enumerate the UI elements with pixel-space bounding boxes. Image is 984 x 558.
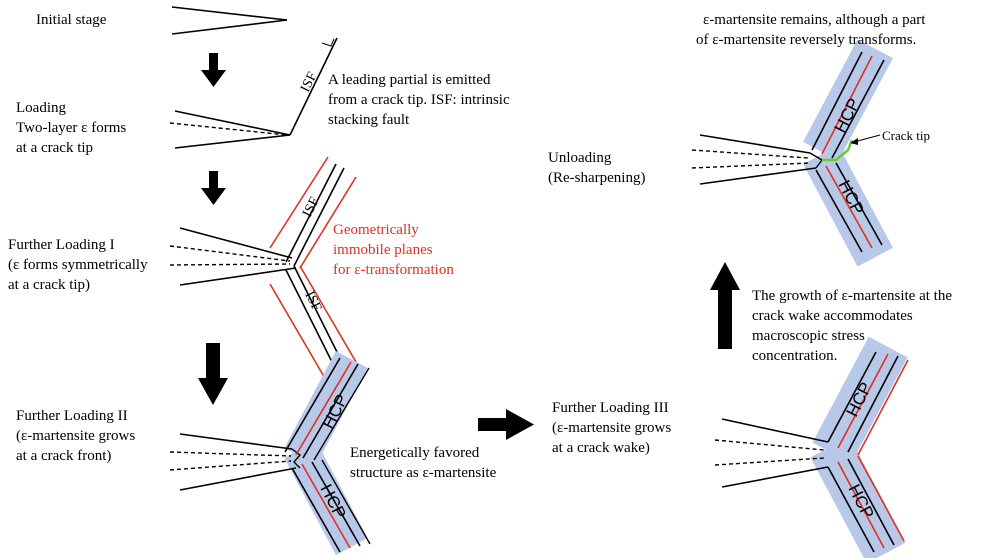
label-further-loading-3b: (ε-martensite grows (552, 420, 672, 436)
label-initial-stage: Initial stage (36, 12, 107, 28)
label-further-loading-3: Further Loading III (552, 400, 669, 416)
label-further-loading-1: Further Loading I (8, 237, 115, 253)
label-unloading-2: (Re-sharpening) (548, 170, 646, 186)
label-partial-2: from a crack tip. ISF: intrinsic (328, 92, 510, 108)
label-energetically: Energetically favored (350, 445, 480, 461)
arrow-down-1 (201, 53, 226, 87)
label-energetically-2: structure as ε-martensite (350, 465, 497, 481)
label-loading-2: Two-layer ε forms (16, 120, 127, 136)
label-remains-2: of ε-martensite reversely transforms. (696, 32, 917, 48)
crack-unloading: HCP HCP (691, 39, 893, 267)
label-loading: Loading (16, 100, 66, 116)
crack-further-loading-3: HCP HCP (714, 336, 909, 558)
label-loading-3: at a crack tip (16, 140, 94, 156)
crack-further-loading-1: ISF ISF (169, 156, 357, 381)
isf-label-3: ISF (301, 289, 324, 314)
label-further-loading-1c: at a crack tip) (8, 277, 91, 293)
label-immobile-planes: immobile planes (333, 242, 433, 258)
label-further-loading-3c: at a crack wake) (552, 440, 650, 456)
label-growth-3: macroscopic stress (752, 328, 865, 344)
label-growth-4: concentration. (752, 348, 838, 364)
label-further-loading-2b: (ε-martensite grows (16, 428, 136, 444)
label-remains-1: ε-martensite remains, although a part (703, 12, 926, 28)
crack-initial (171, 6, 288, 35)
label-for-transformation: for ε-transformation (333, 262, 454, 278)
label-further-loading-2c: at a crack front) (16, 448, 112, 464)
arrow-down-3 (198, 343, 228, 405)
crack-further-loading-2: HCP HCP (169, 350, 371, 556)
label-further-loading-1b: (ε forms symmetrically (8, 257, 148, 273)
label-growth-2: crack wake accommodates (752, 308, 913, 324)
label-growth-1: The growth of ε-martensite at the (752, 288, 952, 304)
label-partial-3: stacking fault (328, 112, 410, 128)
label-crack-tip: Crack tip (882, 128, 931, 143)
label-geometrically: Geometrically (333, 222, 419, 238)
label-partial-1: A leading partial is emitted (328, 72, 491, 88)
label-further-loading-2: Further Loading II (16, 408, 128, 424)
arrow-down-2 (201, 171, 226, 205)
label-unloading: Unloading (548, 150, 612, 166)
isf-label-1: ISF (298, 70, 320, 95)
arrow-up (710, 262, 740, 349)
crack-loading: ISF (169, 37, 338, 149)
arrow-right (478, 409, 534, 440)
